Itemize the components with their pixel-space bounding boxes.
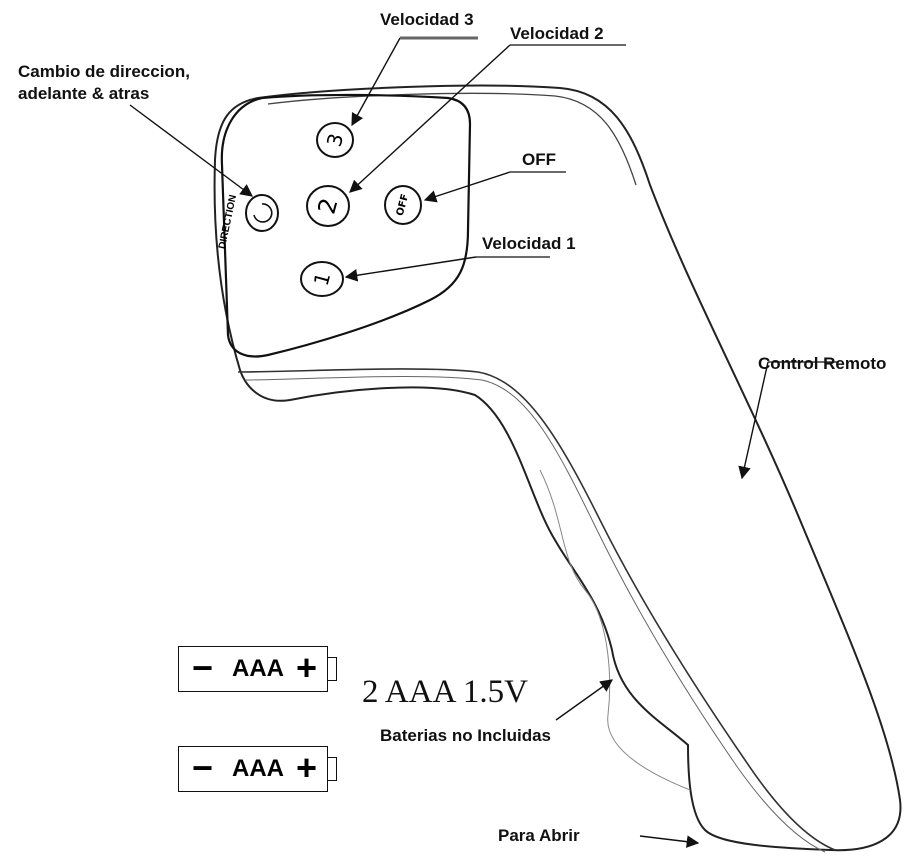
battery-2-body — [178, 746, 328, 792]
grip-bumps — [539, 469, 691, 791]
remote-body-outline — [213, 84, 902, 852]
battery-2-cap — [328, 757, 337, 781]
battery-1-body — [178, 646, 328, 692]
label-off: OFF — [522, 150, 556, 169]
battery-1-minus: − — [192, 647, 214, 688]
direction-text: DIRECTION — [217, 194, 239, 250]
button-2-label: 2 — [312, 195, 343, 217]
battery-2-minus: − — [192, 747, 214, 788]
battery-spec: 2 AAA 1.5V — [362, 674, 528, 710]
label-direccion-line2: adelante & atras — [18, 84, 150, 103]
button-2[interactable] — [306, 185, 350, 227]
remote-seam-inner — [244, 375, 826, 853]
button-off[interactable] — [384, 185, 422, 225]
battery-2-plus: + — [296, 747, 318, 788]
battery-1-type: AAA — [232, 655, 284, 682]
leader-baterias — [555, 679, 614, 721]
label-direccion-line1: Cambio de direccion, — [18, 62, 190, 81]
label-velocidad-3: Velocidad 3 — [380, 10, 474, 29]
battery-1: − AAA + — [178, 646, 337, 692]
label-control-remoto: Control Remoto — [758, 354, 887, 373]
battery-2-type: AAA — [232, 755, 284, 782]
button-1-label: 1 — [309, 270, 335, 289]
battery-1-cap — [328, 657, 337, 681]
leader-off — [423, 171, 511, 203]
label-velocidad-2: Velocidad 2 — [510, 24, 604, 43]
label-velocidad-1: Velocidad 1 — [482, 234, 576, 253]
button-3-label: 3 — [322, 131, 348, 150]
remote-seam — [237, 368, 836, 851]
leader-velocidad2 — [349, 44, 511, 193]
remote-head-rim — [267, 92, 637, 186]
button-direction[interactable] — [245, 194, 279, 232]
battery-2: − AAA + — [178, 746, 337, 792]
leader-control-remoto — [738, 361, 769, 480]
leader-velocidad1 — [344, 256, 477, 282]
leader-direccion — [129, 104, 254, 197]
direction-arrow-icon — [253, 203, 273, 223]
battery-1-plus: + — [296, 647, 318, 688]
leader-para-abrir — [639, 835, 700, 848]
button-1[interactable] — [300, 261, 344, 297]
label-para-abrir: Para Abrir — [498, 826, 580, 845]
button-3[interactable] — [316, 122, 354, 158]
button-panel — [220, 93, 472, 358]
label-baterias: Baterias no Incluidas — [380, 726, 551, 745]
leader-velocidad3 — [351, 37, 401, 127]
